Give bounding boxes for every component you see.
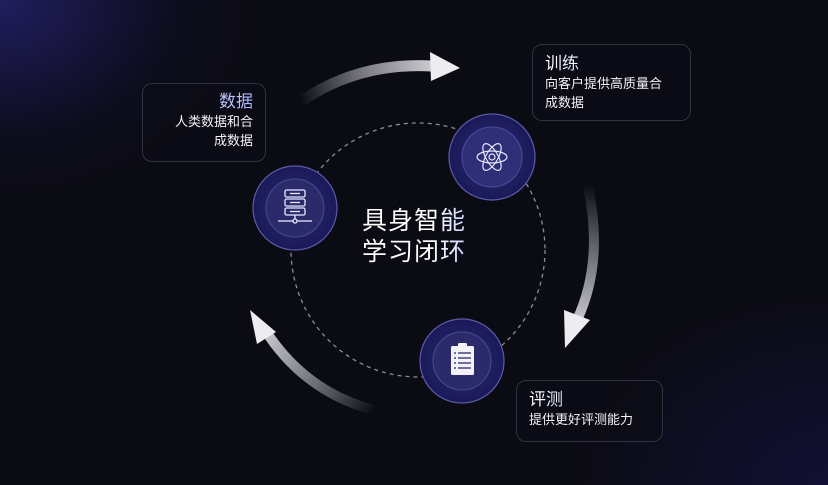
node-evaluation[interactable]	[419, 318, 505, 404]
center-title: 具身智能 学习闭环	[362, 205, 492, 267]
card-evaluation-desc-line1: 提供更好评测能力	[529, 413, 634, 428]
center-title-line1: 具身智能	[362, 206, 467, 235]
clipboard-checklist-icon	[451, 343, 474, 375]
dashed-loop-ring	[290, 122, 546, 378]
server-network-icon	[278, 189, 312, 224]
card-data-desc-line2: 成数据	[213, 134, 253, 149]
card-evaluation: 评测 提供更好评测能力	[516, 380, 663, 442]
card-training: 训练 向客户提供高质量合 成数据	[532, 44, 691, 121]
card-training-title: 训练	[545, 53, 690, 75]
atom-icon	[476, 143, 508, 171]
card-training-desc-line2: 成数据	[545, 96, 585, 111]
center-title-line2: 学习闭环	[362, 237, 467, 266]
card-training-desc-line1: 向客户提供高质量合	[545, 77, 663, 92]
card-data-desc-line1: 人类数据和合	[174, 115, 253, 130]
node-data[interactable]	[252, 165, 338, 251]
card-evaluation-title: 评测	[529, 389, 662, 411]
card-data: 数据 人类数据和合 成数据	[142, 83, 266, 162]
arrow-data-to-training	[297, 52, 460, 106]
arrow-training-to-evaluation	[564, 182, 599, 348]
node-training[interactable]	[448, 113, 536, 201]
arrow-evaluation-to-data	[250, 310, 379, 415]
card-data-title: 数据	[143, 91, 253, 113]
